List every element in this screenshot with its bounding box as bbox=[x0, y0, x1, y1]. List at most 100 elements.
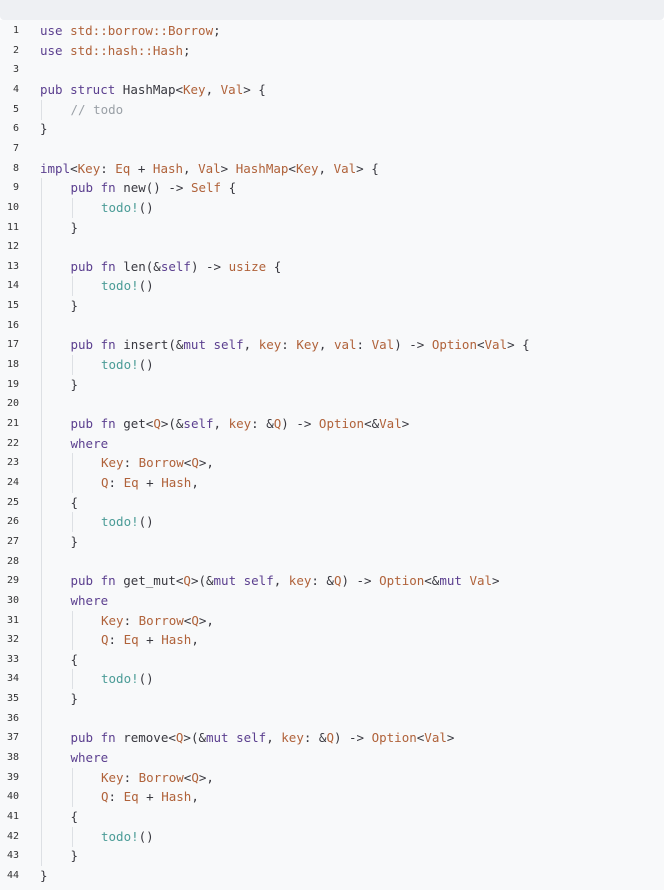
indent-guide bbox=[41, 787, 42, 808]
code-token: todo! bbox=[101, 357, 139, 373]
code-text: where bbox=[71, 591, 109, 611]
code-token: HashMap< bbox=[115, 81, 183, 97]
code-token: >(& bbox=[160, 416, 184, 431]
code-token: pub bbox=[70, 258, 94, 274]
code-line[interactable]: 16 bbox=[0, 315, 664, 336]
code-text: todo!() bbox=[101, 276, 154, 296]
code-token: ) -> bbox=[341, 573, 380, 589]
code-token: > bbox=[492, 573, 500, 589]
code-line[interactable]: 20 bbox=[0, 394, 664, 415]
code-line[interactable]: 6} bbox=[0, 119, 664, 139]
code-token: mut bbox=[439, 573, 462, 589]
code-line[interactable]: 18 todo!() bbox=[0, 355, 664, 376]
code-line[interactable]: 35} bbox=[0, 689, 664, 710]
indent-guide bbox=[41, 374, 42, 395]
code-token bbox=[93, 730, 101, 745]
code-text: } bbox=[40, 866, 48, 886]
code-token: Self bbox=[190, 180, 222, 196]
indent-guide bbox=[41, 178, 42, 199]
code-line[interactable]: 36 bbox=[0, 708, 664, 729]
line-number: 26 bbox=[6, 516, 19, 528]
line-number: 36 bbox=[6, 712, 19, 724]
indent-guide bbox=[41, 217, 42, 238]
code-line[interactable]: 5// todo bbox=[0, 99, 664, 120]
line-number: 16 bbox=[6, 319, 19, 331]
code-line[interactable]: 26 todo!() bbox=[0, 512, 664, 533]
line-number: 18 bbox=[6, 359, 19, 371]
code-token: { bbox=[70, 651, 79, 667]
code-line[interactable]: 19} bbox=[0, 374, 664, 395]
code-line[interactable]: 41{ bbox=[0, 807, 664, 827]
code-token: () bbox=[138, 828, 154, 844]
indent-guide bbox=[41, 826, 42, 847]
code-line[interactable]: 43} bbox=[0, 846, 664, 867]
indent-guide bbox=[41, 492, 42, 513]
line-number: 35 bbox=[6, 693, 19, 705]
code-text: todo!() bbox=[101, 355, 154, 375]
indent-guide bbox=[71, 453, 73, 474]
code-token: Val bbox=[198, 160, 221, 176]
line-number: 40 bbox=[6, 791, 19, 803]
code-token: Q bbox=[183, 573, 191, 589]
code-token: Eq bbox=[123, 632, 139, 648]
code-token: : bbox=[108, 474, 124, 490]
code-line[interactable]: 28 bbox=[0, 551, 664, 572]
code-token: < bbox=[183, 455, 192, 471]
line-number: 2 bbox=[12, 44, 19, 56]
line-number: 39 bbox=[6, 771, 19, 783]
code-token bbox=[93, 416, 101, 431]
line-number: 22 bbox=[6, 437, 19, 449]
indent-guide bbox=[41, 728, 42, 749]
indent-guide bbox=[71, 630, 73, 651]
code-token: Q bbox=[101, 474, 109, 490]
code-token: len(& bbox=[115, 258, 161, 274]
code-line[interactable]: 15} bbox=[0, 296, 664, 317]
code-line[interactable]: 12 bbox=[0, 237, 664, 258]
code-token: : bbox=[100, 160, 116, 176]
code-token: > bbox=[401, 416, 410, 431]
code-token: Q bbox=[153, 416, 161, 431]
code-line[interactable]: 3 bbox=[0, 60, 664, 80]
indent-guide bbox=[41, 296, 42, 317]
code-token: mut bbox=[206, 730, 229, 746]
indent-guide bbox=[71, 472, 73, 493]
code-token: > { bbox=[356, 160, 379, 176]
code-line[interactable]: 25{ bbox=[0, 492, 664, 513]
code-line[interactable]: 11} bbox=[0, 217, 664, 238]
code-line[interactable]: 27} bbox=[0, 531, 664, 552]
code-line[interactable]: 33{ bbox=[0, 649, 664, 670]
code-line[interactable]: 44} bbox=[0, 866, 664, 886]
code-text: todo!() bbox=[101, 512, 154, 532]
code-token: Key bbox=[296, 337, 319, 353]
code-text: } bbox=[71, 375, 79, 395]
code-token: + bbox=[138, 474, 162, 490]
code-token: + bbox=[138, 632, 162, 648]
code-line[interactable]: 7 bbox=[0, 139, 664, 159]
indent-guide bbox=[41, 846, 42, 867]
code-text: { bbox=[71, 650, 79, 670]
